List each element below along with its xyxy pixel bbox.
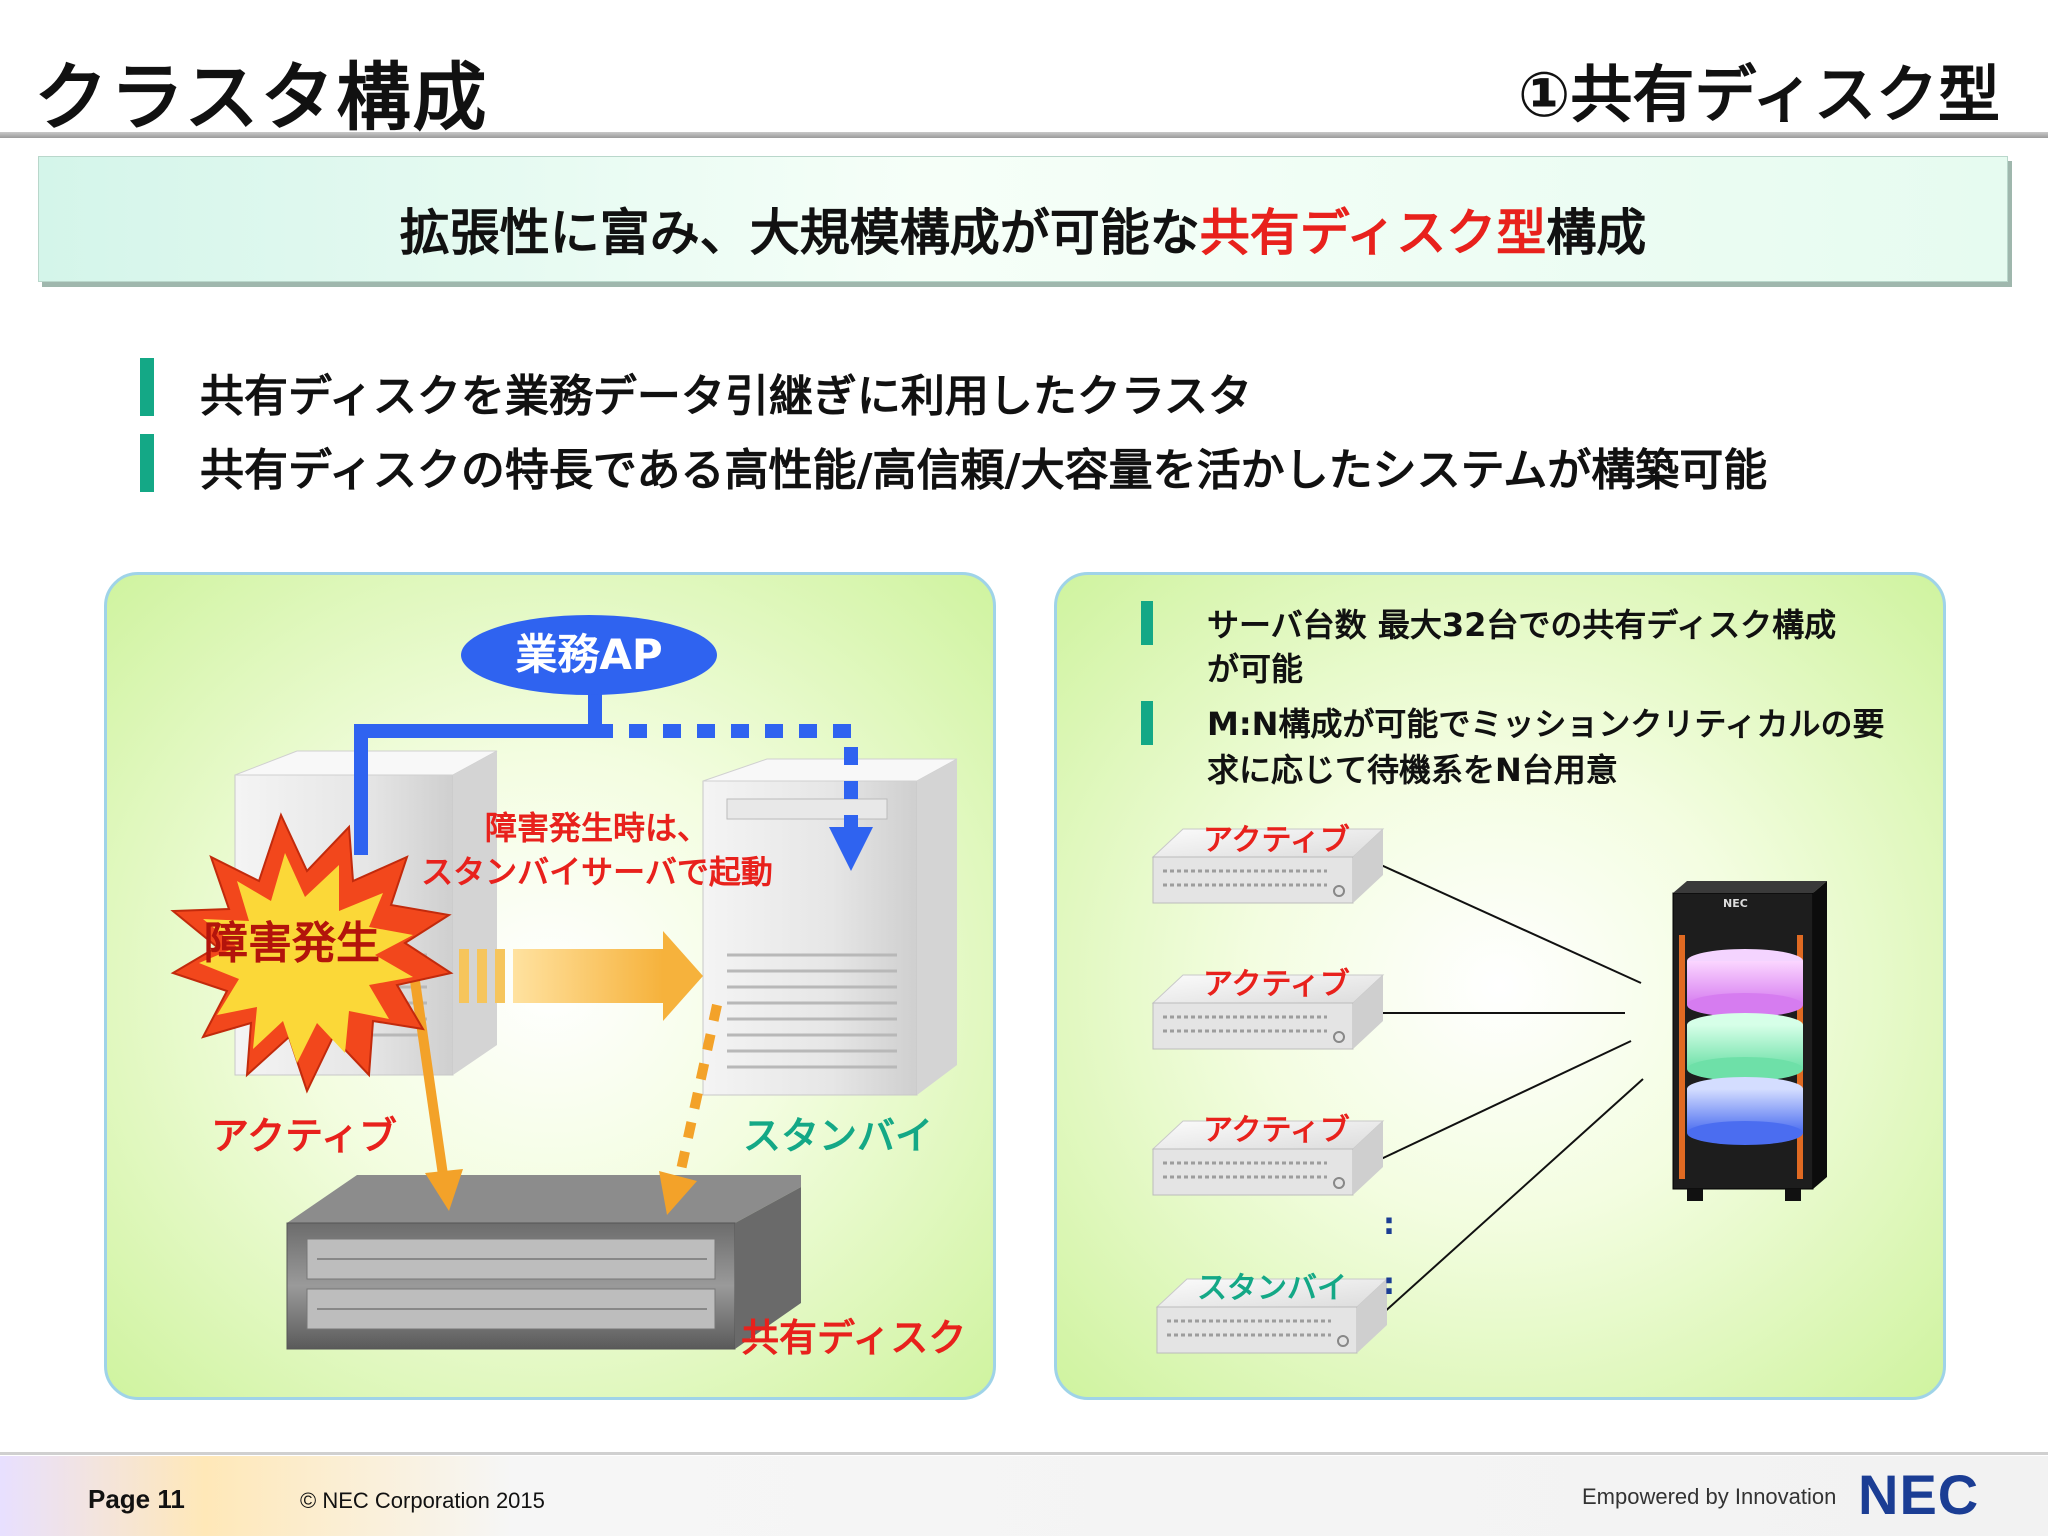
scale-bullet-2: M:N構成が可能でミッションクリティカルの要 求に応じて待機系をN台用意 <box>1207 701 1885 793</box>
scale-bullet-2-line2: 求に応じて待機系をN台用意 <box>1207 751 1618 789</box>
banner-text-after: 構成 <box>1546 204 1647 262</box>
app-to-active-connector <box>354 675 602 855</box>
storage-brand: NEC <box>1723 897 1748 910</box>
banner-text: 拡張性に富み、大規模構成が可能な共有ディスク型構成 <box>39 193 2007 265</box>
failover-note-line1: 障害発生時は、 <box>484 809 709 847</box>
nec-logo: NEC <box>1858 1463 1980 1526</box>
banner-text-before: 拡張性に富み、大規模構成が可能な <box>399 204 1200 262</box>
rack-server-image <box>1151 828 1385 904</box>
server-label-standby: スタンバイ <box>1197 1271 1347 1306</box>
bullet-marker <box>1141 601 1153 645</box>
standby-server-image <box>702 758 958 1096</box>
failover-diagram <box>170 675 958 1350</box>
footer-band <box>0 1456 2048 1536</box>
scale-bullet-1: サーバ台数 最大32台での共有ディスク構成 が可能 <box>1207 603 1836 691</box>
active-to-disk-connector <box>410 980 448 1176</box>
business-app-label: 業務AP <box>515 630 663 679</box>
scale-bullet-1-line2: が可能 <box>1207 650 1304 688</box>
page-subtitle: ①共有ディスク型 <box>1517 58 2000 131</box>
server-label-active: アクティブ <box>1203 1113 1350 1148</box>
scale-diagram-panel: サーバ台数 最大32台での共有ディスク構成 が可能 M:N構成が可能でミッション… <box>1054 572 1946 1400</box>
arrow-down-icon <box>829 827 873 871</box>
scale-bullet-2-line1: M:N構成が可能でミッションクリティカルの要 <box>1207 705 1885 743</box>
bullet-item-2: 共有ディスクの特長である高性能/高信頼/大容量を活かしたシステムが構築可能 <box>200 445 1768 496</box>
ellipsis-mark: : <box>1383 1207 1395 1242</box>
connection-lines <box>1380 864 1644 1316</box>
failure-label: 障害発生 <box>204 918 380 969</box>
failover-note-line2: スタンバイサーバで起動 <box>421 853 773 891</box>
rack-server-image <box>1151 1120 1385 1196</box>
rack-server-image <box>1151 974 1385 1050</box>
arrow-down-icon <box>425 1169 463 1211</box>
ellipsis-mark: : <box>1383 1267 1395 1302</box>
failure-burst-core <box>199 853 413 1063</box>
standby-label: スタンバイ <box>743 1114 934 1158</box>
server-label-active: アクティブ <box>1203 823 1350 858</box>
shared-disk-image <box>286 1175 801 1350</box>
tagline: Empowered by Innovation <box>1582 1484 1837 1509</box>
bullet-marker <box>140 434 154 492</box>
page-number: Page 11 <box>88 1484 185 1514</box>
scale-diagram <box>1151 828 1827 1354</box>
summary-banner: 拡張性に富み、大規模構成が可能な共有ディスク型構成 <box>38 156 2008 282</box>
rack-server-image <box>1155 1278 1389 1354</box>
app-to-standby-connector <box>595 724 858 829</box>
title-divider <box>0 132 2048 138</box>
page-title: クラスタ構成 <box>34 55 489 141</box>
banner-text-highlight: 共有ディスク型 <box>1199 204 1547 262</box>
bullet-marker <box>140 358 154 416</box>
business-app-node: 業務AP <box>461 615 717 695</box>
storage-rack-image <box>1672 881 1827 1201</box>
active-label: アクティブ <box>211 1114 397 1158</box>
scale-bullet-1-line1: サーバ台数 最大32台での共有ディスク構成 <box>1207 606 1837 644</box>
server-label-active: アクティブ <box>1203 967 1350 1002</box>
bullet-item-1: 共有ディスクを業務データ引継ぎに利用したクラスタ <box>200 371 1253 422</box>
arrow-down-icon <box>659 1171 697 1215</box>
failover-diagram-panel: 業務AP 障害発生 障害発生時は、 スタンバイサーバで起動 アクティブ スタンバ… <box>104 572 996 1400</box>
footer-divider <box>0 1452 2048 1455</box>
shared-disk-label: 共有ディスク <box>741 1316 967 1360</box>
copyright: © NEC Corporation 2015 <box>300 1488 545 1513</box>
failover-arrow <box>459 931 703 1021</box>
bullet-marker <box>1141 701 1153 745</box>
